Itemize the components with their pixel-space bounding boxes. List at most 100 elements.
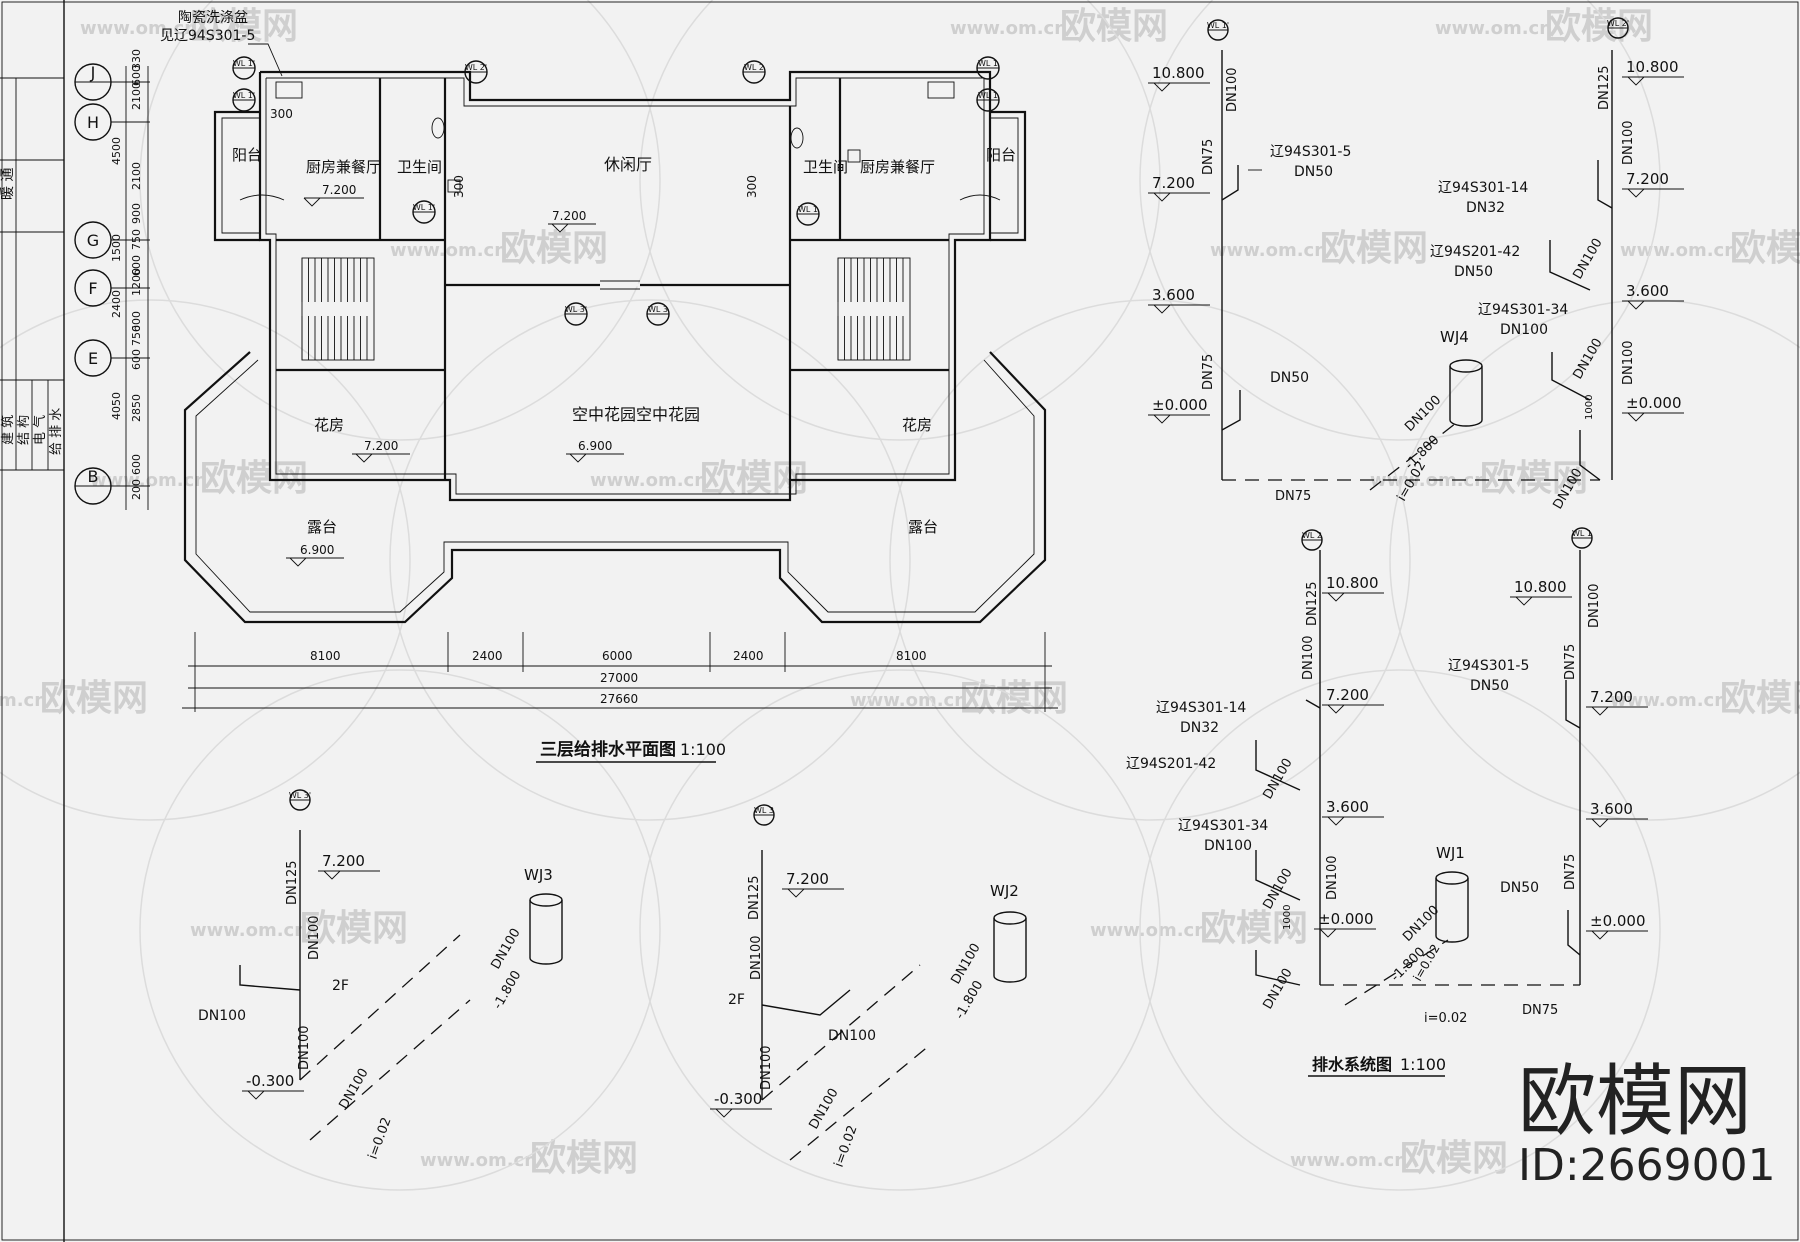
watermark-arc <box>139 0 661 441</box>
sys-label: 1000 <box>1282 905 1293 930</box>
sys-label: 辽94S301-5 <box>1448 658 1529 674</box>
well-WJ1 <box>1344 871 1469 1006</box>
plan-title: 三层给排水平面图 <box>540 739 676 760</box>
riser-WL2 <box>1255 550 1580 986</box>
watermark-url: www.om.cn <box>420 1150 537 1171</box>
system-title: 排水系统图 <box>1312 1055 1392 1074</box>
sys-label: DN100 <box>1402 393 1444 435</box>
sys-label: WJ3 <box>524 866 553 884</box>
dim-300-b: 300 <box>452 175 466 198</box>
sys-label: DN75 <box>1563 854 1578 890</box>
dim-300-c: 300 <box>745 175 759 198</box>
sys-label: 1000 <box>1584 395 1595 420</box>
left-dimension-chain: 3306002100450021009007501500600120024006… <box>110 49 143 500</box>
room-flower-right: 花房 <box>902 416 932 434</box>
svg-text:WL 3: WL 3 <box>648 305 668 314</box>
level-label: 10.800 <box>1326 574 1379 592</box>
plan-scale: 1:100 <box>680 740 726 759</box>
watermark-arc <box>389 299 911 821</box>
wl-tag: WL 2 <box>1301 529 1323 551</box>
riser-WL1p <box>1221 50 1600 481</box>
sys-label: DN50 <box>1270 370 1309 386</box>
level-label: ±0.000 <box>1318 910 1374 928</box>
sys-label: DN75 <box>1275 489 1311 504</box>
room-balcony-right: 阳台 <box>986 146 1016 164</box>
wl-tag: WL 1' <box>1207 19 1229 41</box>
system-scale: 1:100 <box>1400 1055 1446 1074</box>
sys-label: DN100 <box>1260 966 1295 1012</box>
watermark-url: www.om.cn <box>390 240 507 261</box>
watermark-url: www.om.cn <box>1090 920 1207 941</box>
sys-label: DN100 <box>1301 635 1316 680</box>
wl-tag: WL 3 <box>753 804 775 826</box>
watermark-url: www.om.cn <box>590 470 707 491</box>
svg-text:WL 3': WL 3' <box>289 791 311 800</box>
sys-label: DN100 <box>198 1008 246 1024</box>
wl-tag: WL 1' <box>412 200 436 224</box>
watermark-arc <box>0 299 411 821</box>
level-label: 7.200 <box>1626 170 1669 188</box>
left-dim-label: 900 <box>130 203 143 224</box>
watermark-url: www.om.cn <box>1620 240 1737 261</box>
svg-text:WL 1: WL 1 <box>978 91 998 100</box>
dim-bottom-5: 8100 <box>896 649 927 663</box>
watermark-arc <box>1389 299 1800 821</box>
sys-label: 2F <box>728 992 745 1008</box>
side-label-plumb: 给 排 水 <box>49 408 64 455</box>
side-label-elec: 电 气 <box>32 415 48 445</box>
svg-text:6.900: 6.900 <box>578 439 612 453</box>
watermark-url: www.om.cn <box>1290 1150 1407 1171</box>
svg-text:WL 2': WL 2' <box>465 63 487 72</box>
well-WJ4 <box>1369 359 1483 491</box>
sys-label: i=0.02 <box>832 1123 861 1169</box>
brand-id: ID:2669001 <box>1518 1140 1776 1191</box>
svg-text:WL 3: WL 3 <box>754 806 774 815</box>
svg-text:WL 1': WL 1' <box>233 91 255 100</box>
watermark-text: 欧模网 <box>530 1138 638 1179</box>
level-label: 7.200 <box>1590 688 1633 706</box>
dim-total-27660: 27660 <box>600 692 638 706</box>
level-terrace-left: 6.900 <box>286 543 344 567</box>
svg-text:WL 2: WL 2 <box>744 63 764 72</box>
sys-label: DN50 <box>1500 880 1539 896</box>
level-label: 10.800 <box>1626 58 1679 76</box>
watermark-url: www.om.cn <box>950 18 1067 39</box>
level-label: 3.600 <box>1626 282 1669 300</box>
sys-label: DN75 <box>1522 1003 1558 1018</box>
room-kitchen-left: 厨房兼餐厅 <box>306 158 381 176</box>
wl-tag: WL 2 <box>742 60 766 84</box>
watermark-arc <box>639 0 1161 441</box>
sys-label: DN32 <box>1180 720 1219 736</box>
dim-bottom-4: 2400 <box>733 649 764 663</box>
sys-label: DN100 <box>1325 855 1340 900</box>
sys-label: 辽94S301-14 <box>1438 180 1528 196</box>
drainage-system-diagrams: WL 1'10.8007.2003.600±0.000DN100DN75DN75… <box>198 17 1684 1169</box>
sys-label: 辽94S301-5 <box>1270 144 1351 160</box>
svg-text:7.200: 7.200 <box>322 183 356 197</box>
axis-grid-left: J H G F E B 3306002100450021009007501500… <box>74 49 150 510</box>
wl-tag: WL 3' <box>564 302 588 326</box>
room-garden: 空中花园空中花园 <box>572 405 700 424</box>
left-dim-label: 2850 <box>130 394 143 422</box>
level-label: 3.600 <box>1326 798 1369 816</box>
well-WJ3 <box>529 893 563 965</box>
watermark-text: 欧模网 <box>1200 908 1308 949</box>
svg-text:WL 1: WL 1 <box>798 205 818 214</box>
left-dim-label: 750 <box>130 325 143 346</box>
svg-text:WL 3': WL 3' <box>565 305 587 314</box>
wl-tag: WL 1 <box>796 202 820 226</box>
sys-label: DN125 <box>1597 65 1612 110</box>
sys-label: 辽94S301-34 <box>1178 818 1268 834</box>
left-dim-label: 1500 <box>110 234 123 262</box>
axis-bubble-F: F <box>74 269 112 307</box>
svg-text:WL 1: WL 1 <box>978 59 998 68</box>
sys-label: DN125 <box>747 875 762 920</box>
watermark-url: www.om.cn <box>80 18 197 39</box>
level-label: 3.600 <box>1152 286 1195 304</box>
watermark-arc <box>889 299 1411 821</box>
watermark-arc <box>1139 669 1661 1191</box>
plan-wl-tags: WL 1' WL 1' WL 2' WL 2 WL 1 WL 1 WL 3' WL 3 WL 1… <box>232 56 1000 326</box>
sys-label: DN100 <box>297 1025 312 1070</box>
sys-label: DN100 <box>1587 583 1602 628</box>
watermark-url: www.om.cn <box>190 920 307 941</box>
